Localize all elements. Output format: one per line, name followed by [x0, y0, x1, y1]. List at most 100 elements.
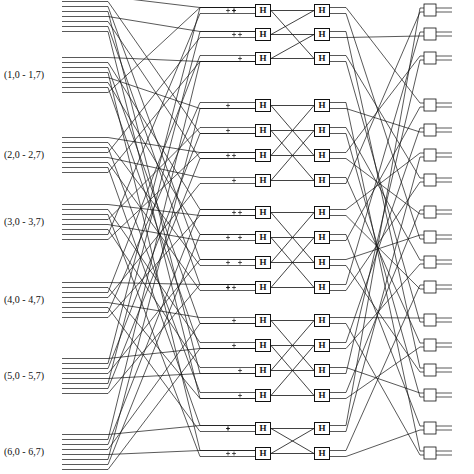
- output-stub: [436, 153, 452, 157]
- box-label: H: [259, 54, 266, 63]
- input-wire: [62, 7, 255, 260]
- box-label: H: [318, 208, 325, 217]
- plus-mark: [226, 261, 230, 265]
- plus-mark: [226, 154, 230, 158]
- butterfly-wire: [271, 429, 314, 454]
- output-box: [424, 364, 436, 376]
- butterfly-wire: [271, 180, 314, 181]
- box-label: H: [259, 391, 266, 400]
- butterfly-wire: [271, 106, 314, 156]
- butterfly-wire: [271, 429, 314, 454]
- butterfly-wire: [271, 453, 314, 454]
- output-wire: [330, 235, 424, 427]
- output-stub: [436, 103, 452, 107]
- output-box: [424, 256, 436, 268]
- plus-mark: [232, 211, 236, 215]
- output-wire: [330, 182, 424, 291]
- butterfly-wire: [271, 11, 314, 59]
- box-label: H: [259, 366, 266, 375]
- butterfly-wire: [271, 238, 314, 288]
- butterfly-wire: [271, 428, 314, 429]
- box-label: H: [318, 449, 325, 458]
- output-wire: [330, 430, 424, 457]
- input-wire: [62, 205, 255, 216]
- output-box: [424, 314, 436, 326]
- input-wire: [62, 451, 255, 455]
- butterfly-wire: [271, 346, 314, 396]
- input-wire: [62, 128, 255, 220]
- input-wire: [62, 143, 255, 266]
- butterfly-wire: [271, 131, 314, 181]
- output-stub: [436, 343, 452, 347]
- h-box: H: [314, 256, 330, 269]
- box-label: H: [318, 341, 325, 350]
- butterfly-wire: [271, 106, 314, 156]
- input-wire: [62, 8, 255, 364]
- butterfly-wire: [271, 212, 314, 213]
- box-label: H: [318, 366, 325, 375]
- h-box: H: [314, 447, 330, 460]
- h-box: H: [255, 52, 271, 65]
- input-wire: [62, 308, 255, 432]
- group-label: (1,0 - 1,7): [3, 69, 45, 81]
- box-label: H: [259, 341, 266, 350]
- butterfly-wire: [271, 395, 314, 396]
- group-label: (2,0 - 2,7): [3, 149, 45, 161]
- butterfly-wire: [271, 213, 314, 263]
- output-stub: [436, 393, 452, 397]
- output-stub: [436, 178, 452, 182]
- box-label: H: [259, 30, 266, 39]
- input-wire: [62, 288, 255, 399]
- butterfly-wire: [271, 35, 314, 59]
- box-label: H: [259, 151, 266, 160]
- group-label: (6,0 - 6,7): [3, 446, 45, 458]
- h-box: H: [255, 422, 271, 435]
- input-wire: [62, 374, 255, 379]
- group-label: (5,0 - 5,7): [3, 370, 45, 382]
- output-wire: [330, 153, 424, 210]
- input-wire: [62, 8, 255, 93]
- box-label: H: [318, 30, 325, 39]
- h-box: H: [314, 281, 330, 294]
- box-label: H: [259, 176, 266, 185]
- plus-mark: [238, 57, 242, 61]
- h-box: H: [255, 174, 271, 187]
- plus-mark: [232, 344, 236, 348]
- butterfly-wire: [271, 321, 314, 371]
- box-label: H: [318, 151, 325, 160]
- input-wire: [62, 426, 255, 435]
- output-wire: [330, 368, 424, 394]
- output-wire: [330, 266, 424, 373]
- h-box: H: [314, 389, 330, 402]
- output-stub: [436, 318, 452, 322]
- h-box: H: [314, 364, 330, 377]
- output-wire: [330, 62, 424, 323]
- plus-mark: [232, 33, 236, 37]
- output-stub: [436, 8, 452, 12]
- input-wire: [62, 73, 255, 451]
- h-box: H: [314, 174, 330, 187]
- output-box: [424, 422, 436, 434]
- h-box: H: [314, 52, 330, 65]
- output-wire: [330, 56, 424, 179]
- output-box: [424, 339, 436, 351]
- box-label: H: [259, 208, 266, 217]
- input-wire: [62, 235, 255, 465]
- output-box: [424, 389, 436, 401]
- h-box: H: [314, 4, 330, 17]
- input-wire: [62, 349, 255, 359]
- input-wire: [62, 324, 255, 450]
- plus-mark: [232, 286, 236, 290]
- h-box: H: [314, 314, 330, 327]
- h-box: H: [255, 364, 271, 377]
- input-wire: [62, 159, 255, 389]
- plus-mark: [226, 427, 230, 431]
- h-box: H: [255, 339, 271, 352]
- plus-mark: [226, 104, 230, 108]
- box-label: H: [318, 54, 325, 63]
- output-stub: [436, 368, 452, 372]
- butterfly-wire: [271, 34, 314, 35]
- input-wire: [62, 210, 255, 445]
